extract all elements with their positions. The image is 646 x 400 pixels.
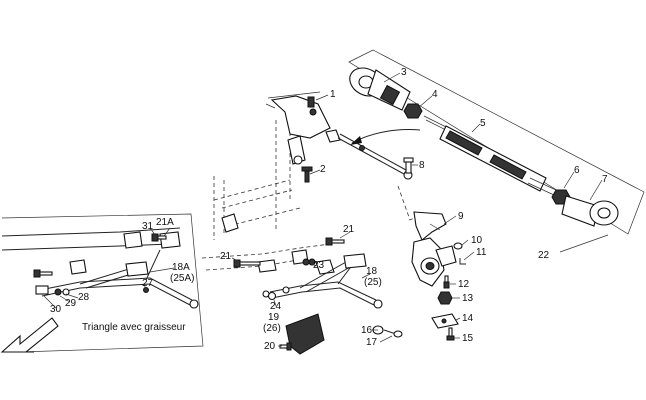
bushings-24 [267,286,290,301]
callout-3: 3 [401,67,407,78]
callout-30: 30 [50,304,62,315]
callout-31: 31 [142,221,154,232]
drag-link [325,129,413,180]
skid-plate-19 [285,313,325,355]
nut-4 [403,103,423,119]
frame-left-dashed [213,176,301,240]
leader-lines [43,72,603,347]
chassis-bracket [265,91,331,230]
cotter-pin-11 [459,258,466,265]
callout-19-alt: (26) [263,323,281,334]
callout-12: 12 [458,279,470,290]
callout-7: 7 [602,174,608,185]
callout-8: 8 [419,160,425,171]
bolt-1 [307,96,315,108]
rod-5 [439,125,547,192]
callout-25a: (25A) [170,273,194,284]
thread-right [527,177,557,196]
callout-27: 27 [142,278,154,289]
callout-29: 29 [65,298,77,309]
callout-18: 18 [366,266,378,277]
link-arrowhead [350,136,362,145]
bolt-20 [279,342,292,351]
callout-18-alt: (25) [364,277,382,288]
callout-15: 15 [462,333,474,344]
callout-labels: 1 2 3 4 5 6 7 8 9 10 11 12 13 14 15 16 1… [50,67,608,352]
bolt-21-main [233,259,261,268]
callout-21a: 21A [156,217,174,228]
callout-19: 19 [268,312,280,323]
callout-11: 11 [476,247,487,258]
callout-5: 5 [480,118,486,129]
bolt-12 [443,275,450,289]
callout-28: 28 [78,292,90,303]
pin-8 [403,157,414,174]
bolt-21b-main [325,237,345,246]
a-arm-main [201,243,383,309]
ball-joint-7 [561,195,619,227]
callout-14: 14 [462,313,474,324]
callout-16: 16 [361,325,373,336]
callout-21-left: 21 [220,251,232,262]
callout-1: 1 [330,89,336,100]
callout-9: 9 [458,211,464,222]
inset-greaser-triangle [1,213,204,353]
bolt-2 [301,166,313,183]
steering-knuckle [397,185,457,287]
plate-14 [431,313,459,329]
ball-joint-3 [349,67,411,111]
callout-24: 24 [270,301,282,312]
direction-arrow [0,317,59,353]
callout-18a: 18A [172,262,190,273]
washer-10 [453,242,463,250]
callout-21-right: 21 [343,224,355,235]
callout-13: 13 [462,293,474,304]
callout-20: 20 [264,341,276,352]
callout-17: 17 [366,337,378,348]
inset-caption: Triangle avec graisseur [82,322,186,333]
callout-10: 10 [471,235,483,246]
callout-22: 22 [538,250,550,261]
callout-4: 4 [432,89,438,100]
callout-23: 23 [313,260,325,271]
callout-6: 6 [574,165,580,176]
link-arrow [351,129,421,144]
bolt-15 [446,327,455,341]
nuts-23 [302,258,316,266]
bushing-16 [372,325,403,338]
callout-2: 2 [320,164,326,175]
tie-rod-assembly [348,49,645,253]
nut-13 [437,291,453,305]
